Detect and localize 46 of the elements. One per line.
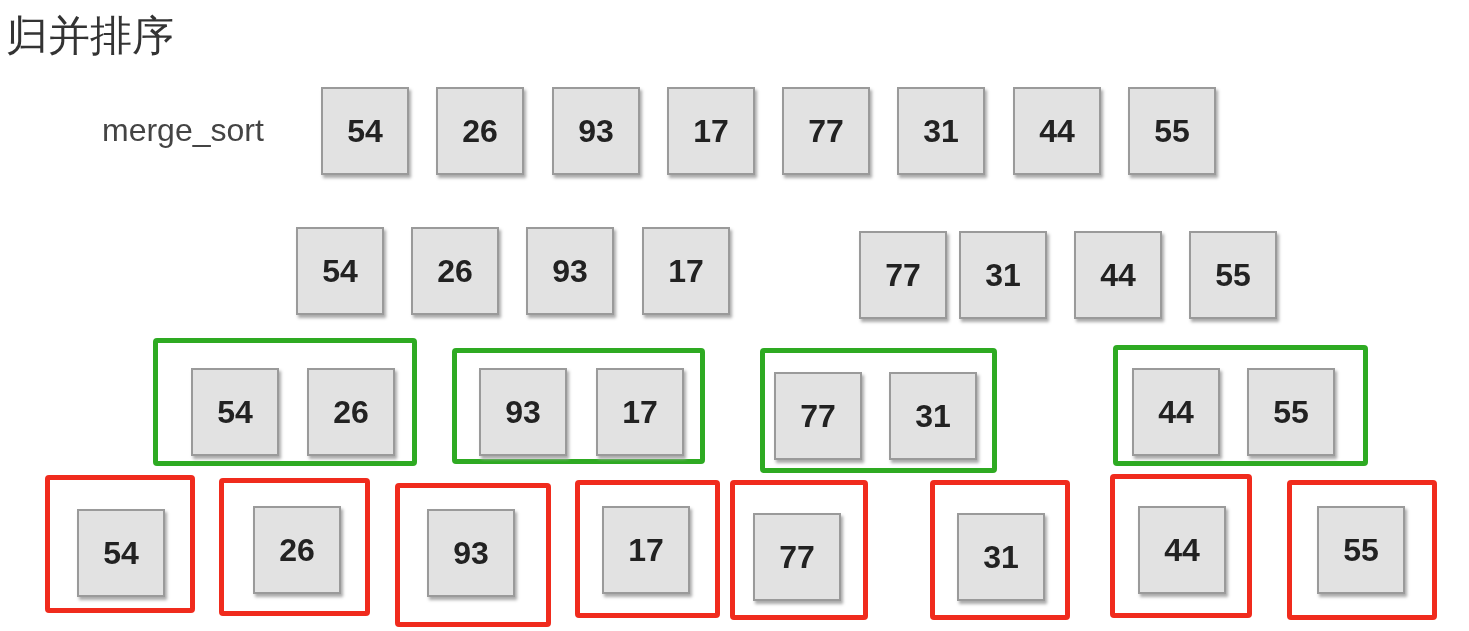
number-box: 93 xyxy=(526,227,614,315)
number-box: 55 xyxy=(1247,368,1335,456)
group-outline xyxy=(1113,345,1368,466)
number-box: 17 xyxy=(642,227,730,315)
number-box: 31 xyxy=(959,231,1047,319)
number-box: 93 xyxy=(479,368,567,456)
number-box: 55 xyxy=(1128,87,1216,175)
group-outline xyxy=(45,475,195,613)
number-box: 77 xyxy=(782,87,870,175)
number-box: 44 xyxy=(1013,87,1101,175)
group-outline xyxy=(219,478,370,616)
number-box: 77 xyxy=(753,513,841,601)
number-box: 44 xyxy=(1074,231,1162,319)
number-box: 26 xyxy=(411,227,499,315)
number-box: 55 xyxy=(1317,506,1405,594)
group-outline xyxy=(452,348,705,464)
number-box: 17 xyxy=(667,87,755,175)
group-outline xyxy=(760,348,997,473)
group-outline xyxy=(395,483,551,627)
group-outline xyxy=(730,480,868,620)
number-box: 31 xyxy=(889,372,977,460)
number-box: 55 xyxy=(1189,231,1277,319)
number-box: 26 xyxy=(436,87,524,175)
number-box: 93 xyxy=(427,509,515,597)
number-box: 26 xyxy=(307,368,395,456)
number-box: 77 xyxy=(774,372,862,460)
number-box: 77 xyxy=(859,231,947,319)
title: 归并排序 xyxy=(6,10,174,62)
number-box: 17 xyxy=(602,506,690,594)
group-outline xyxy=(1287,480,1437,620)
number-box: 44 xyxy=(1138,506,1226,594)
number-box: 54 xyxy=(296,227,384,315)
number-box: 93 xyxy=(552,87,640,175)
number-box: 54 xyxy=(191,368,279,456)
number-box: 54 xyxy=(77,509,165,597)
group-outline xyxy=(930,480,1070,620)
number-box: 54 xyxy=(321,87,409,175)
number-box: 31 xyxy=(957,513,1045,601)
group-outline xyxy=(1110,474,1252,618)
number-box: 26 xyxy=(253,506,341,594)
group-outline xyxy=(153,338,417,466)
number-box: 31 xyxy=(897,87,985,175)
group-outline xyxy=(575,480,720,618)
number-box: 17 xyxy=(596,368,684,456)
row-label: merge_sort xyxy=(102,112,264,149)
number-box: 44 xyxy=(1132,368,1220,456)
